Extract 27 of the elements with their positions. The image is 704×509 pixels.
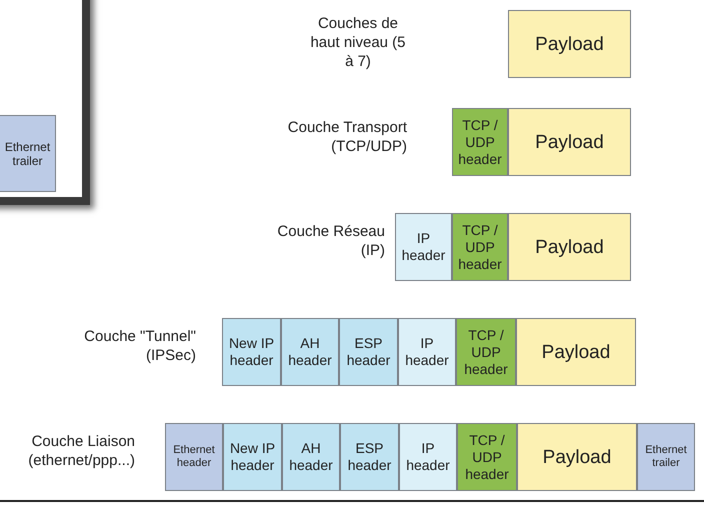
layer-label: Couches de haut niveau (5 à 7): [309, 14, 407, 71]
layer-label: Couche Liaison (ethernet/ppp...): [27, 432, 135, 470]
header-field: TCP / UDP header: [452, 213, 508, 281]
header-field: AH header: [281, 318, 339, 386]
payload-field: Payload: [517, 423, 637, 491]
payload-field: Payload: [508, 10, 631, 78]
header-field: ESP header: [339, 318, 398, 386]
payload-field: Payload: [508, 213, 631, 281]
header-field: Ethernet header: [165, 423, 223, 491]
payload-field: Payload: [516, 318, 636, 386]
header-field: AH header: [282, 423, 340, 491]
header-field: IP header: [399, 423, 457, 491]
inset-panel: [0, 0, 90, 205]
trailer-field: Ethernet trailer: [637, 423, 695, 491]
header-field: ESP header: [340, 423, 399, 491]
payload-field: Payload: [508, 108, 631, 176]
layer-label: Couche Transport (TCP/UDP): [286, 118, 407, 156]
header-field: TCP / UDP header: [456, 318, 516, 386]
trailer-field: Ethernet trailer: [0, 115, 56, 192]
layer-label: Couche "Tunnel" (IPSec): [83, 327, 196, 365]
layer-label: Couche Réseau (IP): [276, 222, 385, 260]
header-field: IP header: [395, 213, 452, 281]
header-field: TCP / UDP header: [457, 423, 517, 491]
header-field: TCP / UDP header: [452, 108, 508, 176]
header-field: New IP header: [222, 318, 281, 386]
header-field: New IP header: [223, 423, 282, 491]
header-field: IP header: [398, 318, 456, 386]
